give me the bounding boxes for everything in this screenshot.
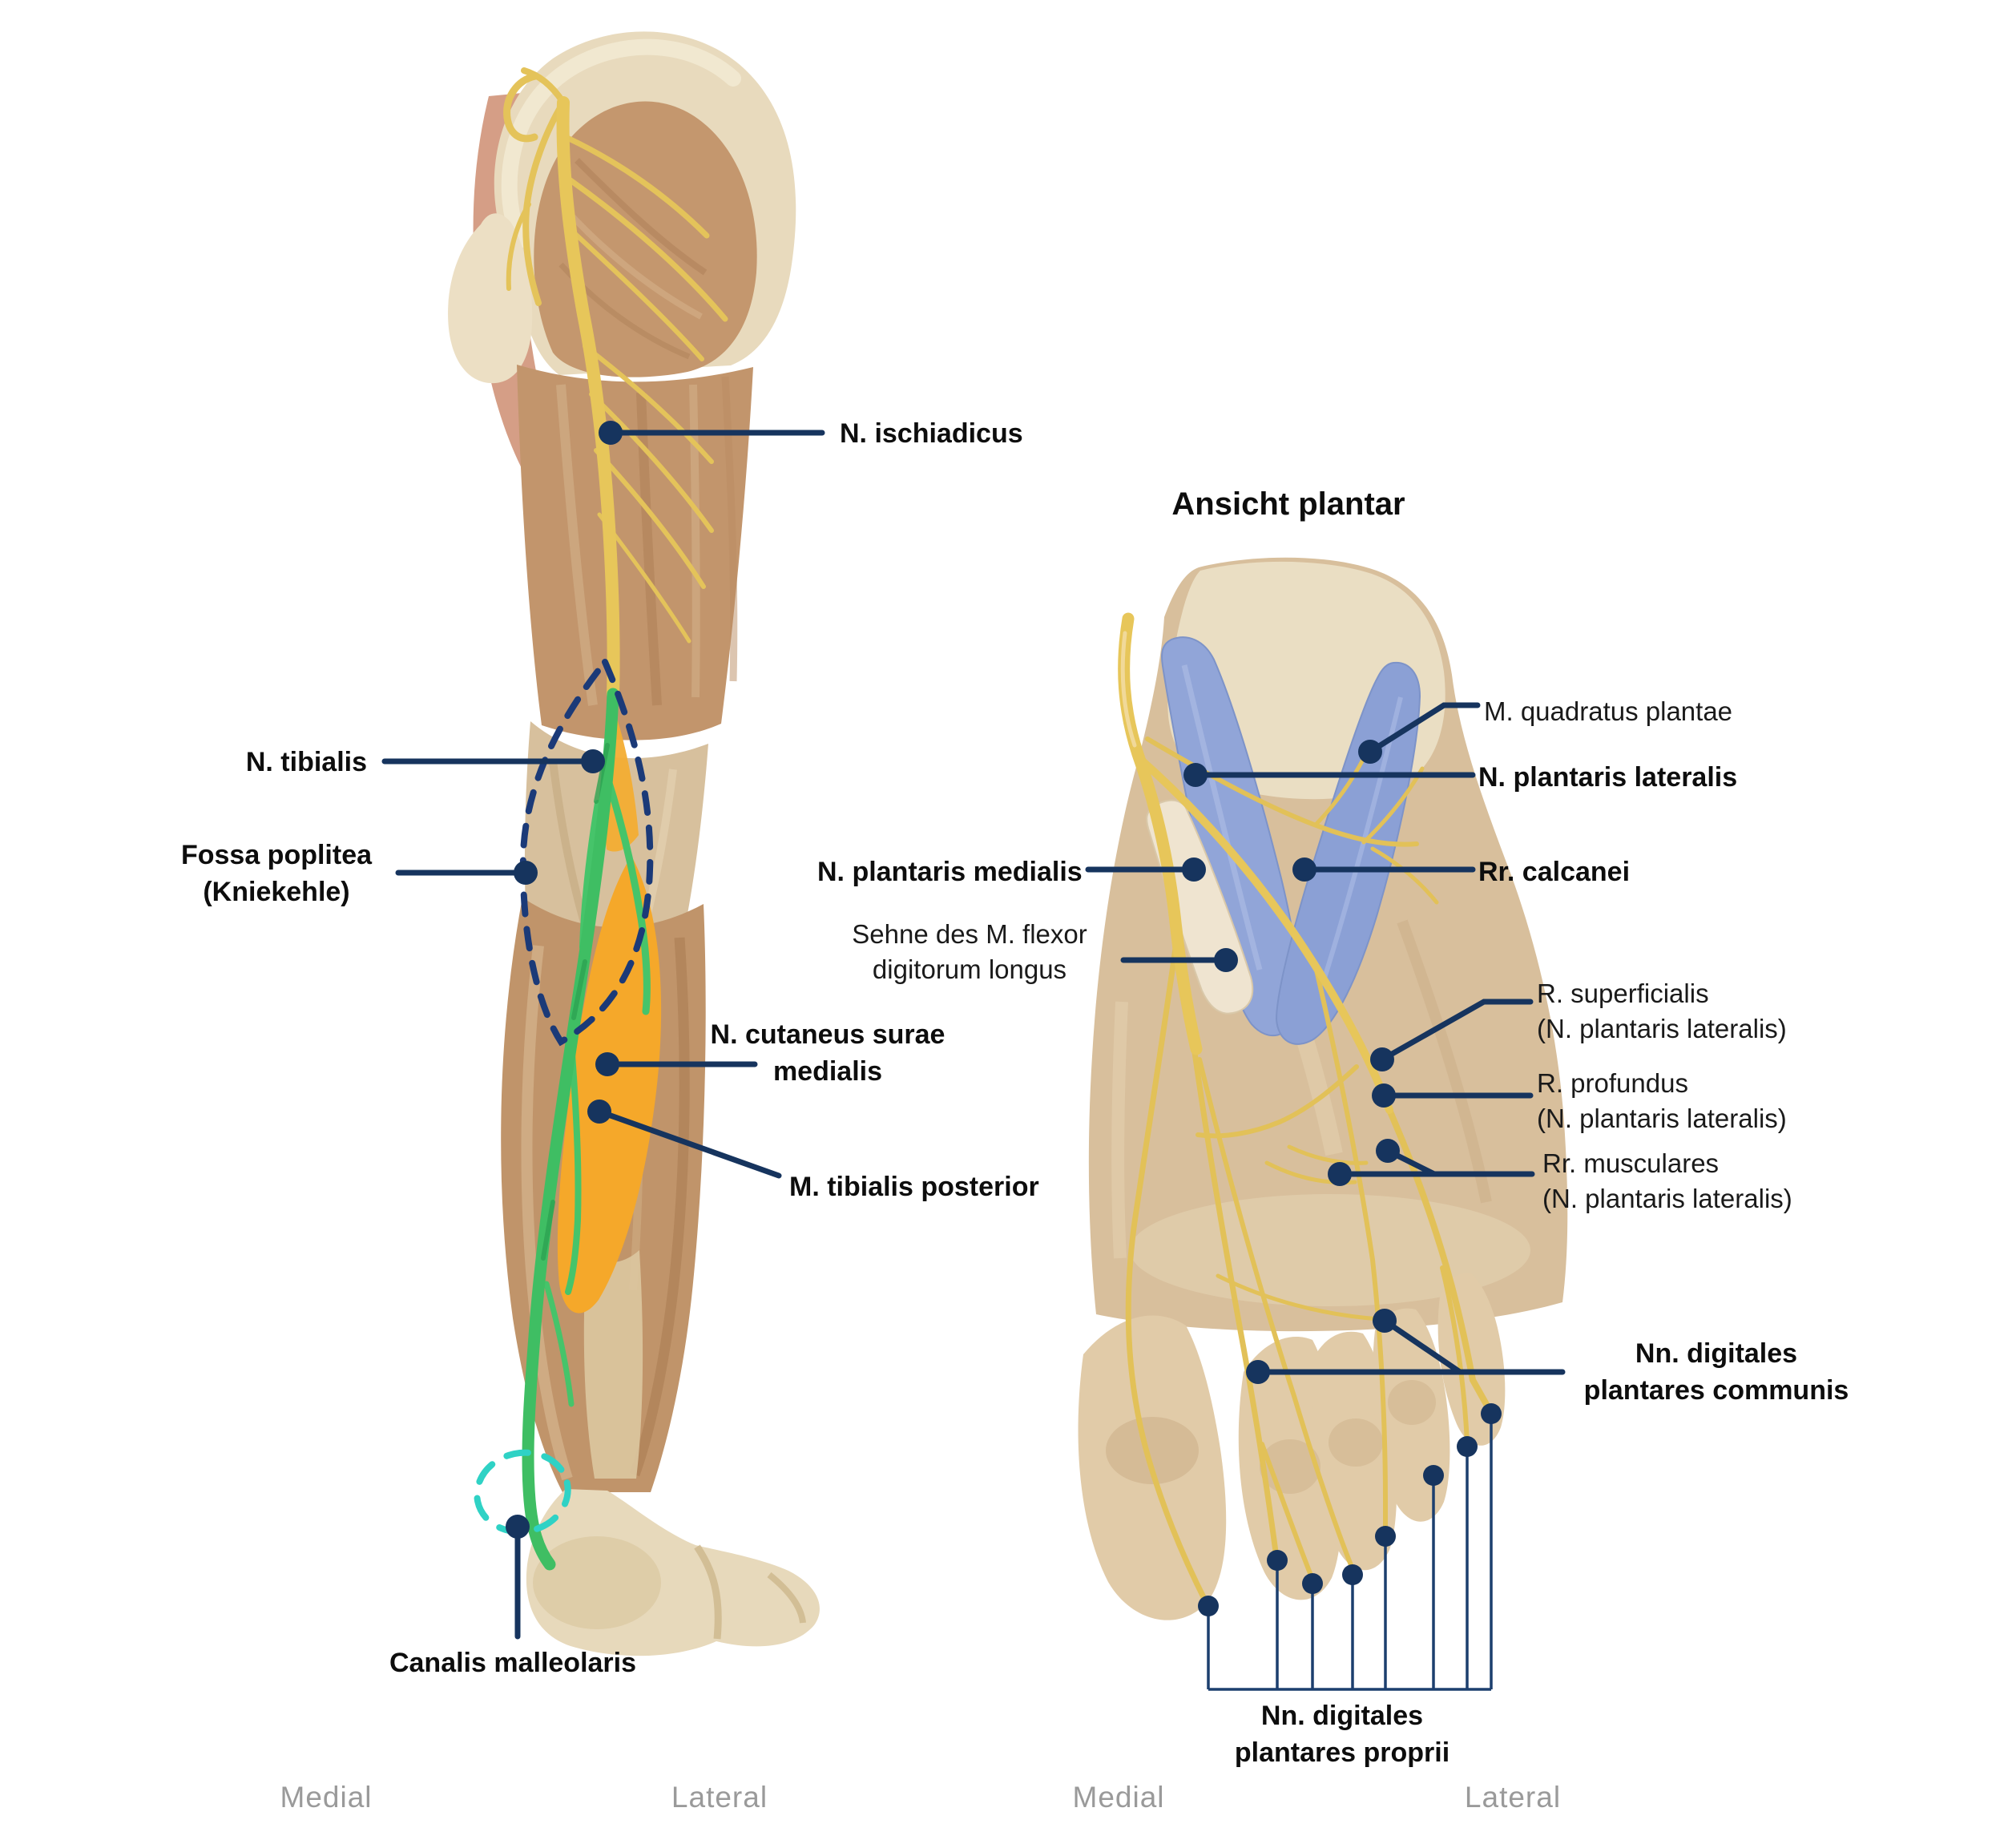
achilles-tendon bbox=[583, 1250, 643, 1479]
label-m-tibialis-posterior: M. tibialis posterior bbox=[789, 1172, 1039, 1202]
label-n-plantaris-medialis: N. plantaris medialis bbox=[817, 857, 1083, 887]
tibial-nerve-shading bbox=[541, 743, 610, 1261]
proprii-bracket bbox=[1207, 1414, 1493, 1691]
label-line: plantares communis bbox=[1583, 1375, 1849, 1406]
sole-shading bbox=[1397, 919, 1492, 1204]
toe-shading bbox=[1388, 1380, 1436, 1425]
muscle-striation bbox=[575, 158, 708, 276]
label-fossa-poplitea: Fossa poplitea (Kniekehle) bbox=[152, 837, 401, 910]
label-n-plantaris-lateralis: N. plantaris lateralis bbox=[1478, 762, 1738, 793]
label-line: digitorum longus bbox=[872, 954, 1067, 984]
nerve-highlight bbox=[1120, 631, 1137, 748]
orientation-medial-leg: Medial bbox=[280, 1781, 373, 1814]
iliac-rim-highlight bbox=[501, 38, 741, 248]
canalis-malleolaris-circle bbox=[474, 1449, 571, 1535]
leader-m-tibialis-posterior bbox=[596, 1108, 782, 1179]
muscle-striation bbox=[689, 384, 700, 698]
label-rr-calcanei: Rr. calcanei bbox=[1478, 857, 1631, 887]
label-line: medialis bbox=[772, 1056, 883, 1087]
tibial-nerve-trunk bbox=[522, 688, 619, 1571]
toe-shading bbox=[1329, 1418, 1383, 1467]
label-n-cutaneus-surae-medialis: N. cutaneus surae medialis bbox=[687, 1016, 968, 1090]
label-n-tibialis: N. tibialis bbox=[245, 747, 367, 777]
leader-m-quadratus-plantae bbox=[1367, 702, 1481, 755]
label-line: (N. plantaris lateralis) bbox=[1537, 1014, 1787, 1043]
label-line: (N. plantaris lateralis) bbox=[1537, 1104, 1787, 1133]
muscle-striation bbox=[556, 384, 598, 706]
label-line: R. superficialis bbox=[1537, 979, 1709, 1008]
leader-nn-communis-branch bbox=[1381, 1317, 1463, 1375]
label-line: N. cutaneus surae bbox=[710, 1019, 946, 1050]
label-line: Nn. digitales bbox=[1635, 1338, 1798, 1369]
tibialis-posterior-muscle bbox=[557, 856, 662, 1313]
foot-illustration bbox=[1078, 557, 1568, 1620]
label-rr-musculares: Rr. musculares (N. plantaris lateralis) bbox=[1542, 1146, 1792, 1217]
label-m-quadratus-plantae: M. quadratus plantae bbox=[1484, 696, 1733, 726]
quadratus-plantae-medial-band bbox=[1161, 636, 1300, 1037]
orientation-lateral-foot: Lateral bbox=[1464, 1781, 1562, 1814]
muscle-fiber-highlight bbox=[1181, 664, 1263, 970]
label-nn-digitales-proprii: Nn. digitales plantares proprii bbox=[1182, 1697, 1502, 1771]
label-sehne-flexor: Sehne des M. flexor digitorum longus bbox=[809, 917, 1130, 987]
calcaneus-shading bbox=[533, 1536, 661, 1629]
label-canalis-malleolaris: Canalis malleolaris bbox=[389, 1648, 637, 1678]
leader-lines bbox=[381, 430, 1566, 1640]
foot-contour bbox=[694, 1544, 722, 1640]
plantar-view-title: Ansicht plantar bbox=[1171, 486, 1405, 522]
fossa-poplitea-outline bbox=[519, 656, 654, 1047]
label-line: Sehne des M. flexor bbox=[852, 919, 1087, 949]
muscle-striation bbox=[629, 937, 690, 1477]
muscle-fiber-highlight bbox=[1320, 696, 1403, 987]
orientation-lateral-leg: Lateral bbox=[671, 1781, 768, 1814]
orientation-medial-foot: Medial bbox=[1072, 1781, 1165, 1814]
sole-highlight bbox=[1111, 1001, 1128, 1259]
leader-r-superficialis bbox=[1379, 999, 1534, 1063]
label-line: R. profundus bbox=[1537, 1068, 1688, 1098]
label-nn-digitales-communis: Nn. digitales plantares communis bbox=[1568, 1335, 1865, 1409]
muscle-striation bbox=[721, 376, 738, 682]
muscle-striation bbox=[521, 945, 573, 1481]
sciatic-nerve-trunk bbox=[556, 96, 620, 700]
leg-illustration bbox=[448, 31, 820, 1656]
label-line: (Kniekehle) bbox=[203, 877, 350, 907]
leader-dots bbox=[506, 421, 1502, 1616]
lateral-plantar-nerve bbox=[1139, 757, 1393, 1114]
label-line: plantares proprii bbox=[1234, 1737, 1450, 1768]
label-r-superficialis: R. superficialis (N. plantaris lateralis… bbox=[1537, 976, 1787, 1047]
label-line: Fossa poplitea bbox=[180, 840, 373, 870]
label-r-profundus: R. profundus (N. plantaris lateralis) bbox=[1537, 1066, 1787, 1136]
thigh-muscles bbox=[517, 365, 753, 740]
toe-shading bbox=[1106, 1417, 1199, 1484]
foot-contour bbox=[767, 1572, 806, 1624]
muscle-striation bbox=[562, 206, 703, 320]
label-n-ischiadicus: N. ischiadicus bbox=[840, 418, 1023, 449]
label-line: Rr. musculares bbox=[1542, 1148, 1720, 1178]
label-line: (N. plantaris lateralis) bbox=[1542, 1184, 1792, 1213]
label-line: Nn. digitales bbox=[1260, 1701, 1424, 1731]
